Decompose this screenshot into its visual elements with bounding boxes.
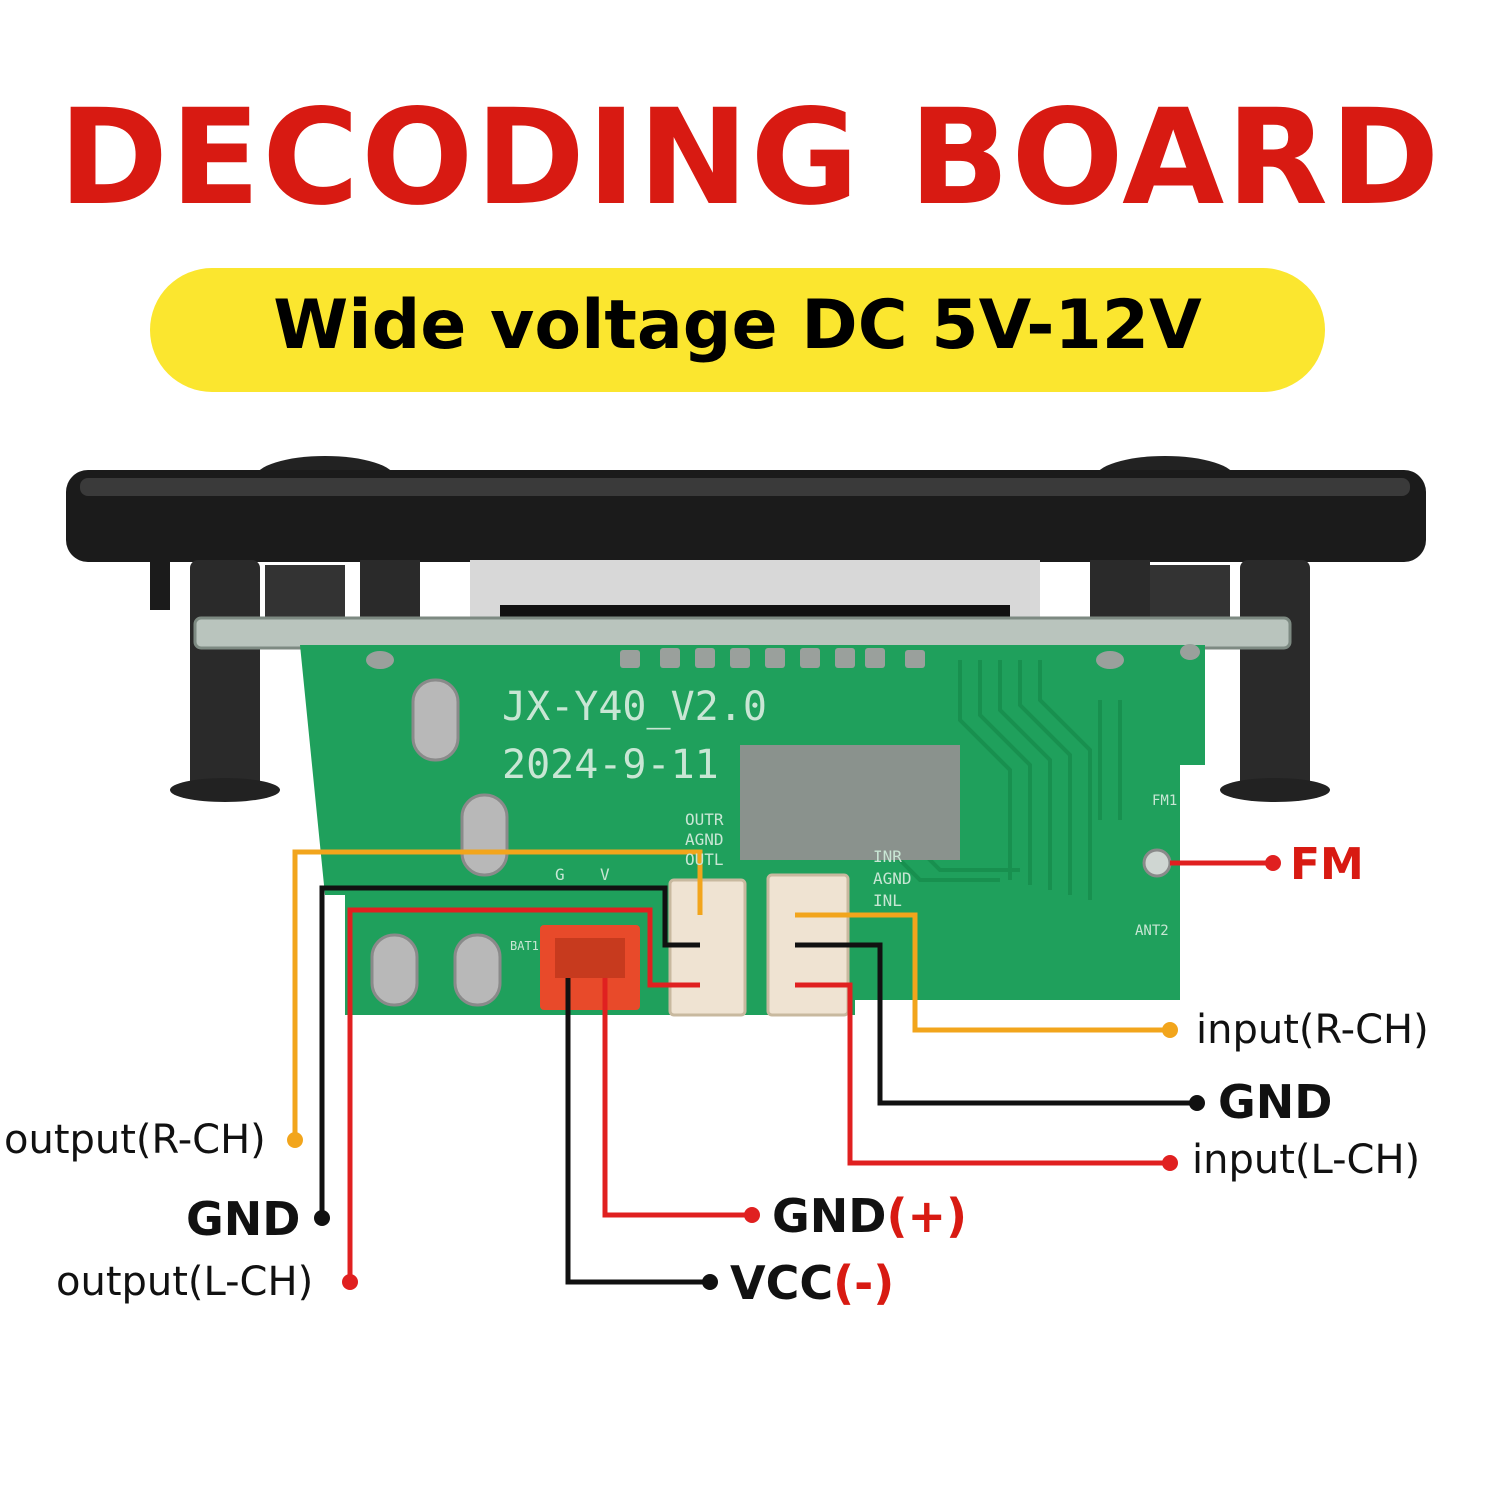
label-gnd-input: GND <box>1218 1075 1333 1129</box>
wire-endpoints <box>287 855 1281 1290</box>
svg-text:ANT2: ANT2 <box>1135 923 1169 939</box>
wires-left <box>292 849 703 1280</box>
board-date: 2024-9-11 <box>502 742 719 788</box>
subtitle-voltage: Wide voltage DC 5V-12V <box>273 286 1202 365</box>
svg-text:FM1: FM1 <box>1152 793 1177 809</box>
svg-text:G: G <box>555 865 565 884</box>
subtitle-pill <box>150 268 1325 392</box>
fm-pad <box>1142 848 1172 878</box>
label-gnd-output: GND <box>186 1192 301 1246</box>
label-output-l: output(L-CH) <box>56 1259 314 1305</box>
front-bezel <box>66 456 1426 610</box>
label-vcc: VCC(-) <box>730 1256 895 1310</box>
svg-text:OUTL: OUTL <box>685 850 724 869</box>
shield-patch <box>740 745 960 860</box>
wires-right <box>795 860 1270 1166</box>
svg-text:INL: INL <box>873 891 902 910</box>
label-gnd-power: GND(+) <box>772 1189 968 1243</box>
svg-text:OUTR: OUTR <box>685 810 724 829</box>
solder-pads <box>370 678 509 1007</box>
label-output-r: output(R-CH) <box>4 1117 266 1163</box>
svg-text:V: V <box>600 865 610 884</box>
front-pcb-edge <box>193 616 1292 650</box>
wires-power <box>565 978 750 1285</box>
silkscreen: JX-Y40_V2.0 2024-9-11 OUTR AGND OUTL INR… <box>502 684 1177 953</box>
svg-text:BAT1: BAT1 <box>510 939 539 953</box>
header-pins <box>366 644 1200 669</box>
label-input-l: input(L-CH) <box>1192 1137 1421 1183</box>
plus-sign: (+) <box>886 1189 968 1243</box>
minus-sign: (-) <box>833 1256 895 1310</box>
label-fm: FM <box>1290 839 1364 890</box>
svg-text:AGND: AGND <box>685 830 724 849</box>
page-title: DECODING BOARD <box>58 81 1442 235</box>
board-model: JX-Y40_V2.0 <box>502 684 767 730</box>
svg-text:INR: INR <box>873 847 902 866</box>
label-input-r: input(R-CH) <box>1196 1007 1429 1053</box>
svg-text:AGND: AGND <box>873 869 912 888</box>
